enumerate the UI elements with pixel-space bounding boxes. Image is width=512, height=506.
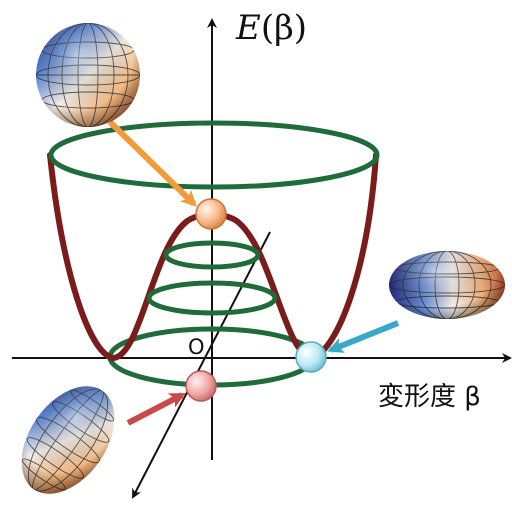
energy-argument: (β) (260, 8, 308, 48)
ball-front-red (185, 370, 217, 402)
ring-middle (146, 280, 278, 316)
arrow-to-front-ball (126, 392, 186, 426)
energy-symbol: E (236, 8, 261, 48)
origin-label: O (188, 335, 205, 359)
ball-top-orange (195, 198, 227, 230)
energy-axis-label: E(β) (236, 8, 307, 48)
ring-top (48, 120, 380, 190)
deformation-axis-label: 変形度 β (378, 382, 481, 412)
ball-right-blue (295, 341, 327, 373)
ring-upper (163, 240, 261, 270)
prolate-ellipsoid-icon (21, 386, 115, 494)
oblate-ellipsoid-icon (389, 251, 505, 319)
depth-axis (132, 231, 271, 499)
arrow-to-top-ball (107, 119, 197, 207)
sphere-icon (36, 23, 140, 127)
arrow-to-right-ball (327, 320, 400, 353)
